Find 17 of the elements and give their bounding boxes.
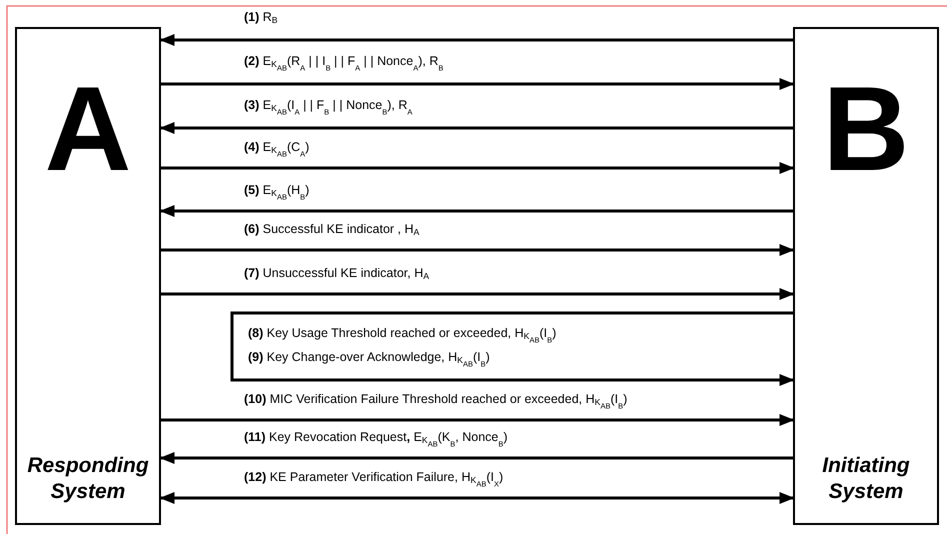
system-letter: A [44,69,132,189]
message-arrow [161,288,794,300]
system-box [793,27,939,525]
system-letter: B [822,69,910,189]
message-arrow [161,162,794,174]
message-arrow [160,452,793,464]
message-arrow [160,492,794,504]
message-arrow [230,312,794,386]
message-arrow [160,205,793,217]
message-arrow [161,414,794,426]
message-arrow [161,244,794,256]
system-name: Initiating System [821,452,911,505]
system-box [15,27,161,525]
message-arrow [160,122,793,134]
system-name: Responding System [26,452,150,505]
message-arrow [160,34,793,46]
message-arrow [161,78,794,90]
